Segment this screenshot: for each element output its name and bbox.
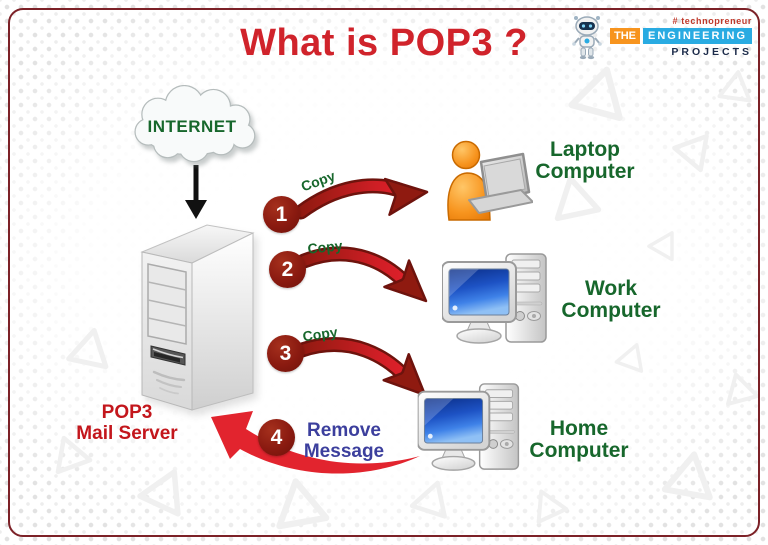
step-number-4: 4 <box>270 425 283 449</box>
home-computer-icon <box>416 382 522 474</box>
internet-label: INTERNET <box>147 117 237 136</box>
step-circle-1: 1 <box>263 196 300 233</box>
home-computer-label: Home Computer <box>518 418 640 462</box>
step-circle-3: 3 <box>267 335 304 372</box>
brand-word-engineering: ENGINEERING <box>642 28 752 44</box>
mail-server-icon <box>140 222 255 412</box>
remove-arrow <box>211 411 420 474</box>
copy-arrow-3 <box>294 337 439 410</box>
robot-icon <box>572 16 602 60</box>
border-frame <box>8 8 760 537</box>
work-computer-label: Work Computer <box>550 278 672 322</box>
work-computer-icon <box>442 252 548 347</box>
work-label-line2: Computer <box>561 299 661 322</box>
remove-line1: Remove <box>307 420 381 441</box>
remove-line2: Message <box>303 441 385 462</box>
copy-arrow-1 <box>293 172 431 220</box>
copy-arrow-2 <box>296 246 440 316</box>
step-number-1: 1 <box>275 202 288 226</box>
brand-word-the: THE <box>609 28 640 44</box>
brand-word-projects: PROJECTS <box>671 46 752 58</box>
laptop-computer-label: Laptop Computer <box>520 139 650 183</box>
home-label-line2: Computer <box>529 439 629 462</box>
step-number-3: 3 <box>279 341 292 365</box>
home-label-line1: Home <box>549 417 609 440</box>
server-label-line2: Mail Server <box>76 423 178 444</box>
step-circle-4: 4 <box>258 419 295 456</box>
laptop-user-icon <box>447 140 533 221</box>
step-circle-2: 2 <box>269 251 306 288</box>
remove-message-label: Remove Message <box>296 420 392 462</box>
step-number-2: 2 <box>281 257 294 281</box>
brand-tagline: # technopreneur <box>672 16 752 26</box>
server-label-line1: POP3 <box>101 402 153 423</box>
server-label: POP3 Mail Server <box>52 402 202 444</box>
laptop-label-line2: Computer <box>535 160 635 183</box>
page-title: What is POP3 ? <box>240 22 528 64</box>
laptop-label-line1: Laptop <box>550 138 620 161</box>
work-label-line1: Work <box>584 277 638 300</box>
brand-logo: # technopreneur THE ENGINEERING PROJECTS <box>570 14 752 60</box>
down-arrow-icon <box>185 165 207 219</box>
internet-cloud <box>124 84 260 167</box>
